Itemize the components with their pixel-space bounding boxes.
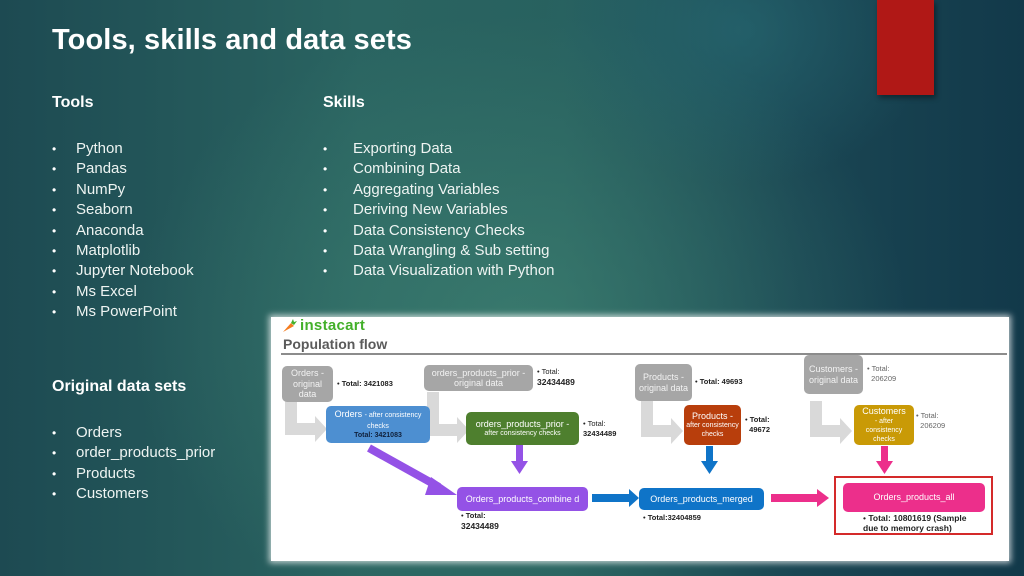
total-opp-checked: • Total: 32434489 [583, 419, 617, 438]
skills-heading: Skills [323, 94, 365, 111]
elbow-arrow-opp [427, 392, 469, 443]
tools-item: •Jupyter Notebook [52, 261, 194, 281]
total-opp-original: • Total: 32434489 [537, 367, 575, 387]
total-merged: • Total:32404859 [643, 513, 701, 522]
bullet-icon: • [52, 244, 57, 259]
tools-item: •Ms PowerPoint [52, 302, 194, 322]
total-products-checked: • Total: 49672 [745, 415, 771, 434]
bullet-icon: • [52, 142, 57, 156]
bullet-icon: • [52, 162, 57, 177]
skills-item: •Aggregating Variables [323, 180, 555, 200]
datasets-heading: Original data sets [52, 378, 187, 395]
skills-item: •Deriving New Variables [323, 200, 555, 220]
arrow-combined-to-merged [592, 489, 639, 507]
tools-heading: Tools [52, 94, 94, 111]
skills-item: •Data Consistency Checks [323, 221, 555, 241]
node-orders-products-all: Orders_products_all [843, 483, 985, 512]
bullet-icon: • [52, 284, 57, 299]
elbow-arrow-products [641, 401, 683, 444]
logo-text: instacart [300, 317, 366, 334]
bullet-icon: • [52, 426, 57, 440]
population-flow-diagram: instacart Population flow Orders - origi… [271, 317, 1009, 561]
bullet-icon: • [323, 203, 328, 218]
node-orders-checked: Orders - after consistency checks Total:… [326, 406, 430, 443]
bullet-icon: • [323, 223, 328, 238]
node-products-original: Products - original data [635, 364, 692, 401]
bullet-icon: • [323, 264, 328, 279]
node-orders-products-merged: Orders_products_merged [639, 488, 764, 510]
bullet-icon: • [323, 162, 328, 177]
node-products-checked: Products - after consistency checks [684, 405, 741, 445]
elbow-arrow-customers [810, 401, 852, 444]
node-opp-original: orders_products_prior - original data [424, 365, 533, 391]
tools-list: •Python •Pandas •NumPy •Seaborn •Anacond… [52, 139, 194, 323]
node-customers-original: Customers - original data [804, 355, 863, 394]
accent-tab [877, 0, 934, 95]
arrow-opp-to-combined [511, 445, 528, 474]
datasets-item: •Customers [52, 484, 215, 504]
bullet-icon: • [323, 244, 328, 259]
bullet-icon: • [52, 264, 57, 279]
slide-title: Tools, skills and data sets [52, 24, 412, 56]
arrow-orders-to-combined [367, 444, 457, 495]
tools-item: •Seaborn [52, 200, 194, 220]
bullet-icon: • [52, 305, 57, 320]
total-combined: • Total: 32434489 [461, 511, 499, 531]
instacart-logo: instacart [281, 317, 365, 334]
title-divider [281, 353, 1007, 355]
tools-item: •NumPy [52, 180, 194, 200]
bullet-icon: • [52, 203, 57, 218]
bullet-icon: • [323, 142, 328, 156]
node-opp-checked: orders_products_prior - after consistenc… [466, 412, 579, 445]
arrow-merged-to-all [771, 489, 829, 507]
skills-item: •Combining Data [323, 159, 555, 179]
elbow-arrows [285, 392, 852, 444]
datasets-list: •Orders •order_products_prior •Products … [52, 423, 215, 505]
skills-item: •Exporting Data [323, 139, 555, 159]
total-orders-original: • Total: 3421083 [337, 379, 393, 388]
tools-item: •Python [52, 139, 194, 159]
node-orders-products-combined: Orders_products_combine d [457, 487, 588, 511]
bullet-icon: • [323, 182, 328, 197]
tools-item: •Pandas [52, 159, 194, 179]
skills-item: •Data Visualization with Python [323, 261, 555, 281]
tools-item: •Anaconda [52, 221, 194, 241]
elbow-arrow-orders [285, 397, 327, 442]
bullet-icon: • [52, 223, 57, 238]
node-orders-original: Orders - original data [282, 366, 333, 402]
total-all: • Total: 10801619 (Sample due to memory … [863, 513, 967, 533]
total-products-original: • Total: 49693 [695, 377, 743, 386]
flow-arrows [285, 392, 893, 507]
skills-item: •Data Wrangling & Sub setting [323, 241, 555, 261]
tools-item: •Matplotlib [52, 241, 194, 261]
node-customers-checked: Customers - after consistency checks [854, 405, 914, 445]
diagram-title: Population flow [283, 336, 388, 352]
datasets-item: •Products [52, 464, 215, 484]
bullet-icon: • [52, 446, 57, 461]
tools-item: •Ms Excel [52, 282, 194, 302]
datasets-item: •order_products_prior [52, 443, 215, 463]
highlight-frame [834, 476, 993, 535]
carrot-icon [283, 318, 297, 332]
datasets-item: •Orders [52, 423, 215, 443]
arrow-products-to-merged [701, 446, 718, 474]
arrow-customers-to-all [876, 446, 893, 474]
total-customers-checked: • Total: 206209 [916, 411, 946, 430]
skills-list: •Exporting Data •Combining Data •Aggrega… [323, 139, 555, 282]
bullet-icon: • [52, 466, 57, 481]
bullet-icon: • [52, 182, 57, 197]
bullet-icon: • [52, 487, 57, 502]
total-customers-original: • Total: 206209 [867, 364, 897, 383]
